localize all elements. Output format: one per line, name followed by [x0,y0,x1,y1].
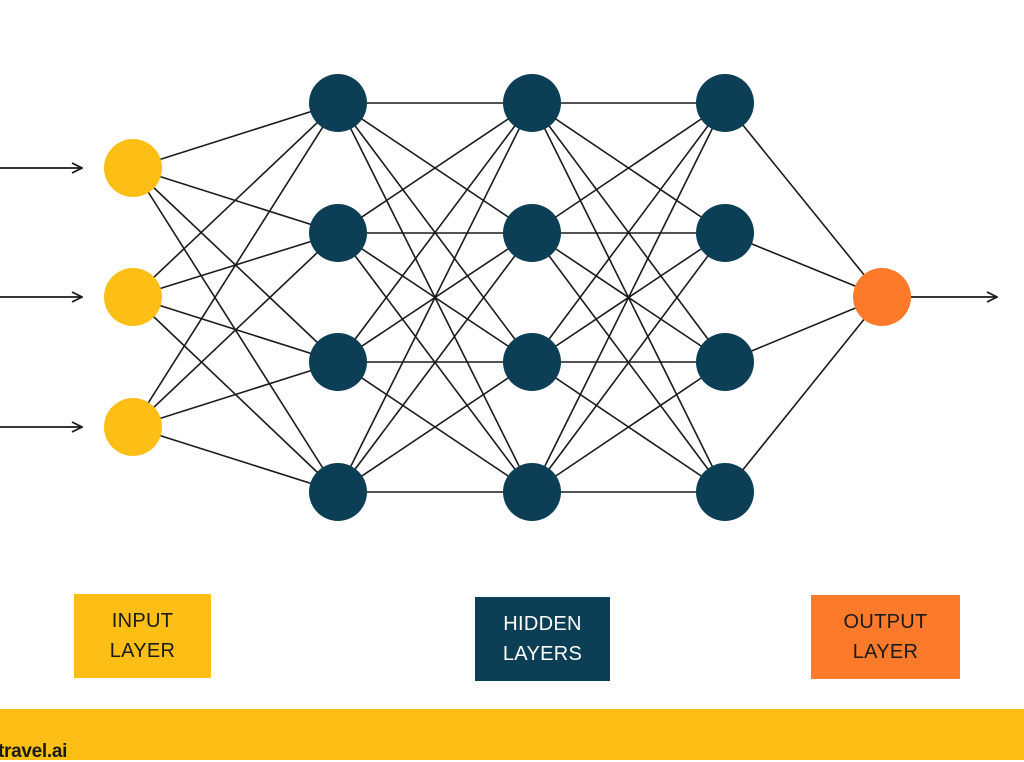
edge-l1n3-l2n0 [337,102,533,493]
edge-l2n3-l3n1 [531,232,726,493]
output-layer-legend: OUTPUT LAYER [811,595,960,679]
neural-network-diagram [0,74,1024,521]
input-layer-label: INPUT LAYER [109,610,176,662]
edge-l0n2-l1n0 [132,102,339,428]
connections [132,102,883,493]
edge-l0n2-l1n1 [132,232,339,428]
edge-l2n3-l3n2 [531,361,726,493]
hidden-node-l3-2 [696,204,754,262]
hidden-node-l2-1 [503,74,561,132]
neurons [104,74,911,521]
hidden-node-l3-1 [696,74,754,132]
output-node-l4-1 [853,268,911,326]
hidden-node-l1-2 [309,204,367,262]
hidden-node-l3-3 [696,333,754,391]
edge-l1n2-l2n0 [337,102,533,363]
edge-l0n2-l1n3 [132,426,339,493]
edge-l0n0-l1n0 [132,102,339,169]
edge-l0n1-l1n0 [132,102,339,298]
hidden-node-l1-4 [309,463,367,521]
edge-l2n2-l3n0 [531,102,726,363]
hidden-node-l2-3 [503,333,561,391]
edge-l3n3-l4n0 [724,296,883,493]
io-arrows [0,168,997,427]
output-layer-label: OUTPUT LAYER [843,611,928,663]
edge-l0n2-l1n2 [132,361,339,428]
edge-l1n1-l2n0 [337,102,533,234]
hidden-node-l1-3 [309,333,367,391]
hidden-node-l2-2 [503,204,561,262]
edge-l2n3-l3n0 [531,102,726,493]
edge-l1n3-l2n1 [337,232,533,493]
hidden-node-l3-4 [696,463,754,521]
hidden-node-l2-4 [503,463,561,521]
footer-bar [0,709,1024,760]
edge-l1n3-l2n2 [337,361,533,493]
brand-logo-text: travel.ai [0,741,68,762]
input-node-l0-3 [104,398,162,456]
hidden-layers-label: HIDDEN LAYERS [502,613,583,665]
input-layer-legend: INPUT LAYER [74,594,211,678]
hidden-layers-legend: HIDDEN LAYERS [475,597,610,681]
input-node-l0-2 [104,268,162,326]
input-node-l0-1 [104,139,162,197]
edge-l2n1-l3n0 [531,102,726,234]
edge-l3n0-l4n0 [724,102,883,298]
hidden-node-l1-1 [309,74,367,132]
